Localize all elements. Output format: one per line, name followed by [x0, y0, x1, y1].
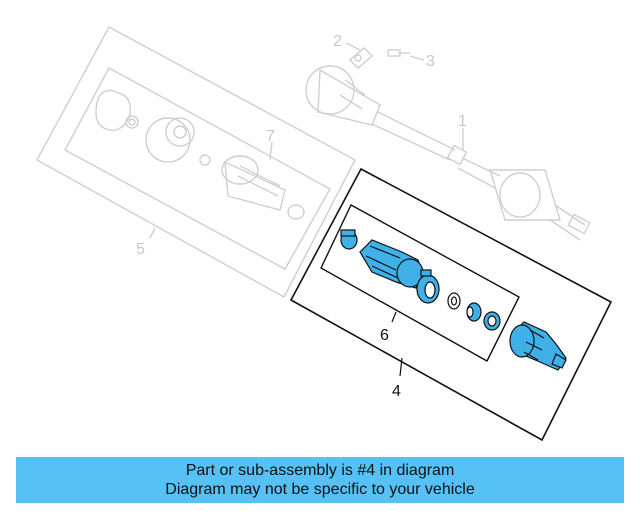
part-outer-cv-joint[interactable]	[509, 321, 567, 371]
callout-6: 6	[380, 327, 389, 344]
callout-7: 7	[266, 128, 275, 145]
leader-line-7	[269, 141, 273, 161]
banner-line-2: Diagram may not be specific to your vehi…	[165, 481, 475, 498]
callout-5: 5	[136, 241, 145, 258]
leader-line-5	[149, 227, 156, 239]
part-inner-boot[interactable]	[359, 239, 425, 289]
leader-line-2	[345, 42, 361, 51]
part-bearing-cage[interactable]	[466, 302, 482, 322]
part-large-clamp[interactable]	[416, 269, 440, 304]
leader-line-3	[409, 55, 425, 61]
ghost-driveshaft	[305, 65, 591, 241]
callout-2: 2	[333, 33, 342, 50]
ghost-bolt-parts	[348, 47, 410, 69]
box-5-outline	[36, 26, 356, 298]
callout-3: 3	[426, 53, 435, 70]
box-6-outline	[320, 204, 520, 362]
ghost-parts	[36, 26, 591, 298]
part-snap-ring[interactable]	[483, 311, 501, 331]
assembly-4[interactable]	[289, 167, 613, 442]
part-circlip[interactable]	[447, 292, 461, 310]
ghost-boot-7	[199, 154, 305, 220]
leader-line-6	[391, 311, 397, 323]
box-4-outline	[289, 167, 613, 442]
info-banner: Part or sub-assembly is #4 in diagram Di…	[16, 457, 624, 503]
banner-line-1: Part or sub-assembly is #4 in diagram	[185, 462, 455, 479]
parts-diagram: 2 3 1 7 5	[36, 26, 613, 442]
callout-4: 4	[392, 383, 401, 400]
ghost-inner-joint	[145, 117, 195, 163]
part-small-clamp[interactable]	[340, 229, 358, 250]
leader-line-4	[399, 357, 403, 377]
ghost-flange-ring	[95, 89, 139, 132]
callout-1: 1	[458, 113, 467, 130]
box-7-outline	[64, 67, 331, 270]
